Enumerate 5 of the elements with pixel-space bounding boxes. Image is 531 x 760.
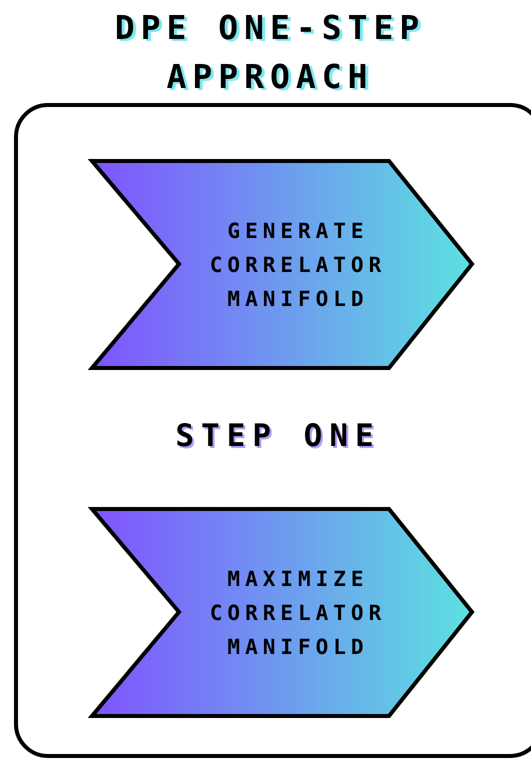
step-heading: STEP ONE <box>174 417 382 456</box>
title: DPE ONE-STEP APPROACH <box>114 7 426 98</box>
rounded-panel <box>14 103 531 758</box>
step-text: GENERATE CORRELATOR MANIFOLD <box>208 218 388 312</box>
step-text: MAXIMIZE CORRELATOR MANIFOLD <box>208 566 388 660</box>
